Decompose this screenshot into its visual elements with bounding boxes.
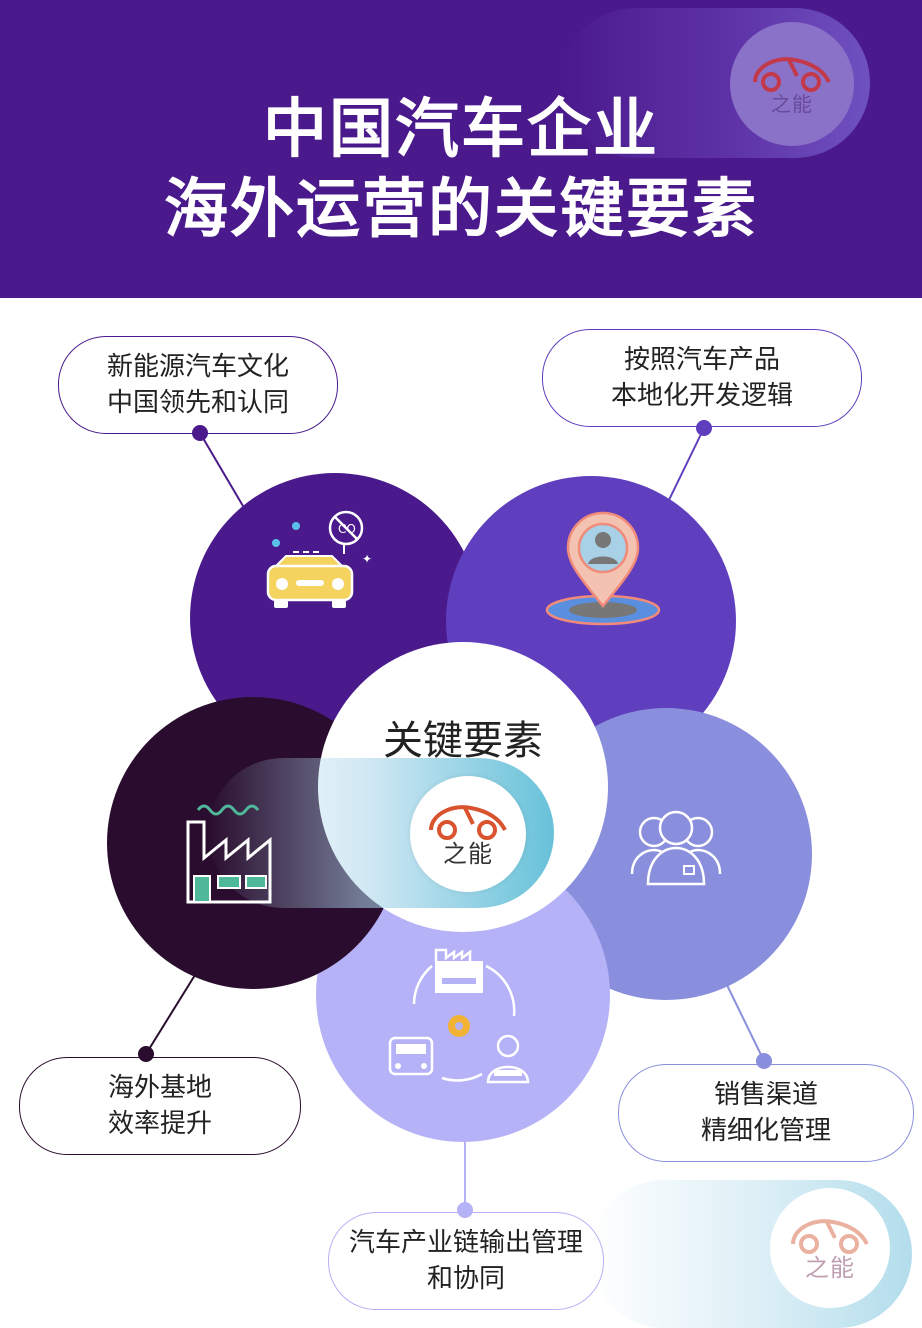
car-logo-icon: [791, 1218, 869, 1254]
label-sales-line-1: 销售渠道: [713, 1080, 818, 1110]
label-pill-base: 海外基地 效率提升: [19, 1057, 301, 1155]
connector-dot-nev: [192, 425, 208, 441]
header-logo: 之能: [730, 22, 854, 146]
connector-dot-base: [138, 1046, 154, 1062]
label-base-line-1: 海外基地: [107, 1073, 212, 1103]
car-logo-icon: [753, 56, 831, 92]
svg-text:✦: ✦: [362, 552, 372, 566]
label-sales-line-2: 精细化管理: [700, 1116, 831, 1146]
car-logo-icon: [429, 804, 507, 840]
bottom-logo: 之能: [770, 1188, 890, 1308]
center-logo: 之能: [410, 776, 526, 892]
page-title-line-2: 海外运营的关键要素: [164, 173, 758, 247]
label-pill-local: 按照汽车产品 本地化开发逻辑: [542, 329, 862, 427]
connector-dot-local: [696, 420, 712, 436]
svg-text:CO: CO: [338, 522, 356, 536]
label-nev-line-1: 新能源汽车文化: [106, 352, 289, 382]
label-pill-sales: 销售渠道 精细化管理: [618, 1064, 914, 1162]
label-nev-line-2: 中国领先和认同: [106, 388, 289, 418]
page-title-line-1: 中国汽车企业: [263, 93, 659, 167]
label-chain-line-2: 和协同: [426, 1264, 505, 1294]
label-pill-chain: 汽车产业链输出管理 和协同: [328, 1212, 604, 1310]
location-pin-icon: [545, 511, 661, 626]
bottom-logo-text: 之能: [805, 1253, 855, 1282]
label-local-line-2: 本地化开发逻辑: [610, 381, 793, 411]
header-logo-text: 之能: [771, 91, 813, 116]
label-chain-line-1: 汽车产业链输出管理: [348, 1228, 583, 1258]
connector-dot-chain: [457, 1202, 473, 1218]
car-co2-icon: CO ✦: [266, 510, 372, 608]
connector-dot-sales: [756, 1053, 772, 1069]
center-logo-text: 之能: [443, 839, 493, 868]
people-group-icon: [630, 810, 722, 886]
center-label: 关键要素: [383, 718, 543, 764]
factory-icon: [186, 804, 272, 904]
label-pill-nev: 新能源汽车文化 中国领先和认同: [58, 336, 338, 434]
supply-chain-cycle-icon: [388, 948, 530, 1084]
header-banner: 之能 中国汽车企业 海外运营的关键要素: [0, 0, 922, 298]
label-base-line-2: 效率提升: [107, 1109, 212, 1139]
label-local-line-1: 按照汽车产品: [623, 345, 780, 375]
